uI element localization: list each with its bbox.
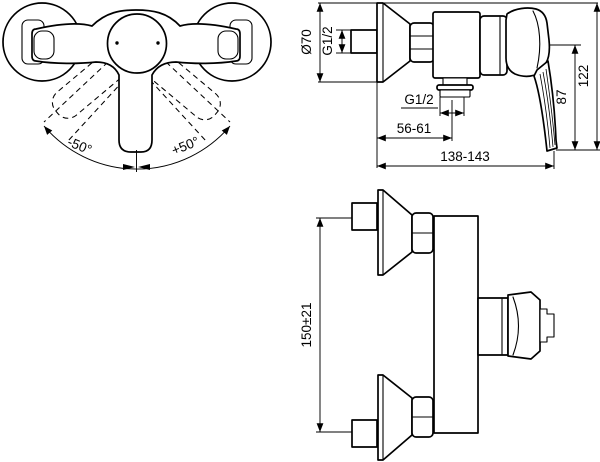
dim-inlet-spacing: 150±21 bbox=[299, 217, 324, 433]
dim-lever-height: 87 bbox=[554, 44, 579, 151]
escutcheon-cone bbox=[376, 2, 411, 83]
handle-side bbox=[505, 7, 558, 152]
inlet-thread-label: G1/2 bbox=[320, 26, 335, 55]
outlet-thread-label: G1/2 bbox=[404, 92, 433, 107]
escutcheon-diameter-label: Ø70 bbox=[299, 29, 314, 55]
shower-outlet bbox=[436, 77, 474, 98]
dim-escutcheon-diameter: Ø70 bbox=[299, 2, 324, 83]
mixer-body-top bbox=[433, 215, 479, 434]
angle-left-label: -50° bbox=[65, 134, 94, 157]
total-height-label: 122 bbox=[576, 65, 591, 88]
knob-dot-right bbox=[156, 41, 160, 45]
side-view: Ø70 G1/2 G1/2 56-61 138-143 87 122 bbox=[299, 2, 600, 170]
angle-right-label: +50° bbox=[169, 134, 201, 159]
dim-total-depth: 138-143 bbox=[376, 149, 555, 170]
wall-inlet-block bbox=[350, 29, 378, 54]
dim-wall-to-outlet: 56-61 bbox=[376, 121, 453, 142]
mixer-body-front bbox=[31, 9, 241, 153]
handle-knob bbox=[106, 13, 168, 74]
union-nut bbox=[409, 22, 435, 63]
dim-inlet-thread: G1/2 bbox=[320, 26, 346, 56]
top-view: 150±21 bbox=[299, 189, 555, 461]
total-depth-label: 138-143 bbox=[440, 149, 490, 164]
mixer-body-side bbox=[432, 11, 481, 79]
left-union-cap bbox=[33, 30, 55, 60]
front-view: -50° +50° bbox=[2, 2, 272, 172]
dim-outlet-thread: G1/2 bbox=[401, 92, 465, 117]
right-union-cap bbox=[217, 30, 239, 60]
bottom-inlet-block bbox=[351, 419, 378, 448]
lever-height-label: 87 bbox=[554, 89, 569, 104]
handle-top bbox=[477, 291, 555, 360]
dim-total-height: 122 bbox=[576, 2, 600, 151]
inlet-spacing-label: 150±21 bbox=[299, 303, 314, 348]
knob-dot-left bbox=[115, 41, 119, 45]
wall-to-outlet-label: 56-61 bbox=[397, 121, 432, 136]
bottom-inlet-connection bbox=[351, 374, 434, 461]
cartridge bbox=[479, 15, 508, 76]
top-inlet-block bbox=[351, 202, 378, 231]
top-inlet-connection bbox=[351, 189, 434, 276]
